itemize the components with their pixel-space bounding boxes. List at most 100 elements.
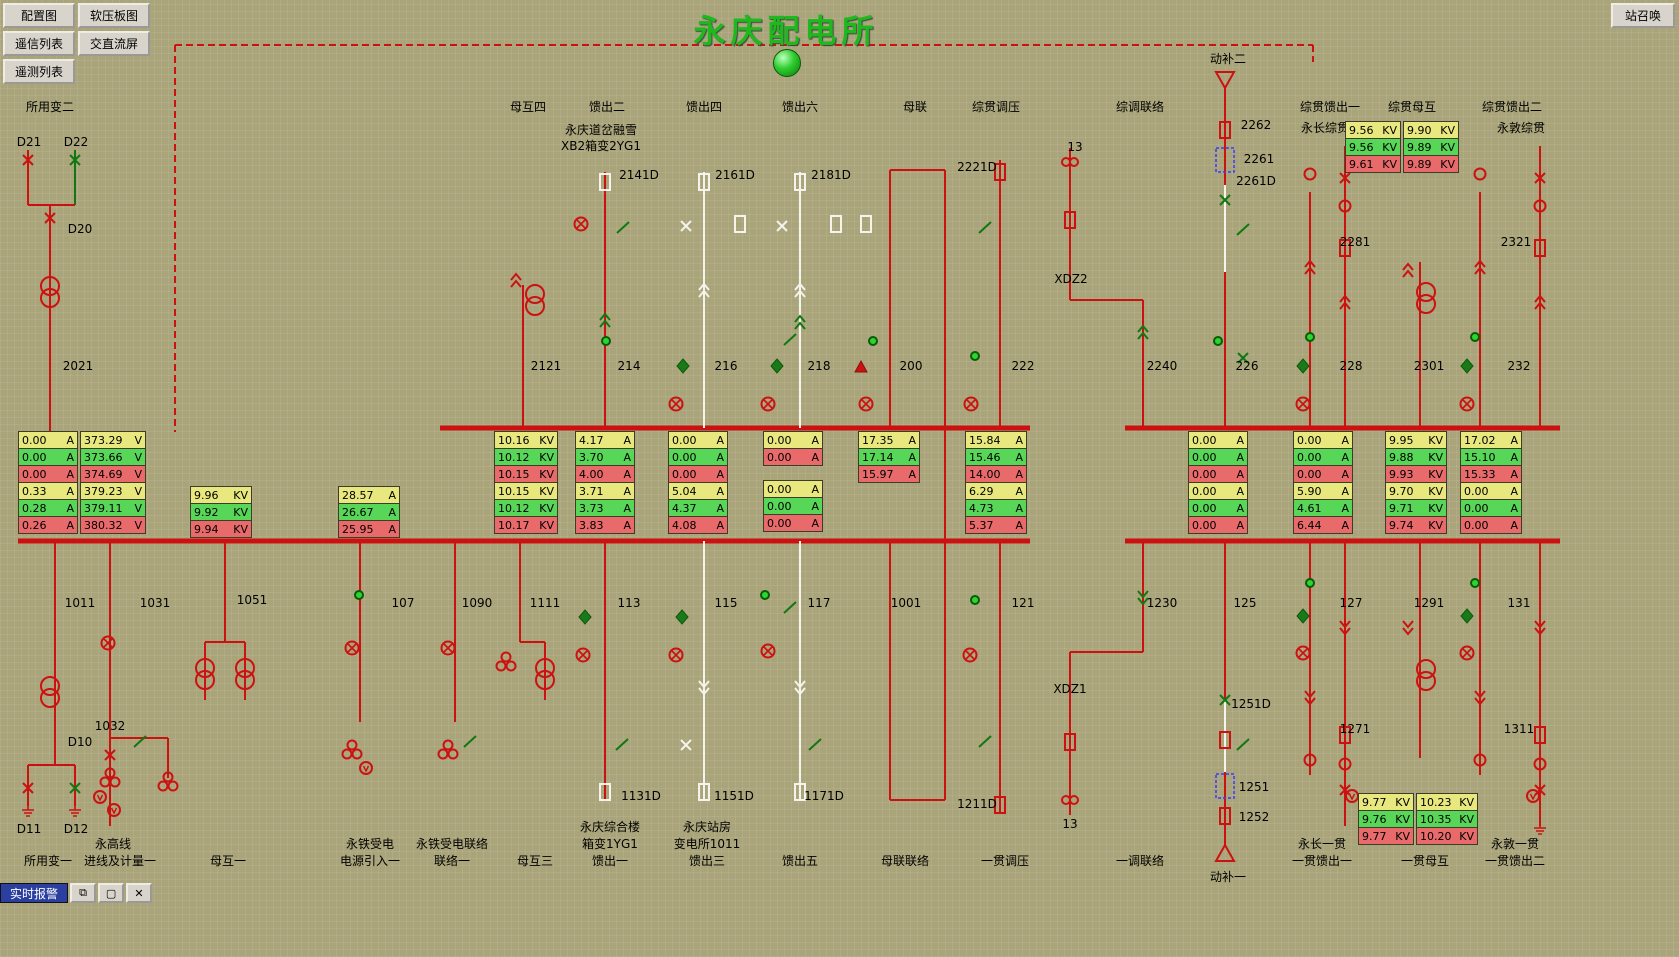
switch-icon[interactable] bbox=[1236, 738, 1250, 751]
station-call-button[interactable]: 站召唤 bbox=[1611, 3, 1675, 28]
breaker-icon[interactable] bbox=[1534, 239, 1546, 257]
disconnector-icon[interactable] bbox=[22, 782, 34, 794]
breaker-icon[interactable] bbox=[994, 163, 1006, 181]
breaker-icon[interactable] bbox=[1339, 239, 1351, 257]
flow-arrow-up-icon bbox=[794, 314, 806, 330]
switch-icon[interactable] bbox=[808, 738, 822, 751]
status-indicator-icon bbox=[760, 590, 770, 600]
switch-icon[interactable] bbox=[1236, 223, 1250, 236]
disconnector-icon[interactable] bbox=[1534, 172, 1546, 184]
flow-arrow-up-icon bbox=[794, 282, 806, 298]
fault-indicator-icon[interactable] bbox=[573, 216, 589, 232]
disconnector-icon[interactable] bbox=[69, 782, 81, 794]
fault-indicator-icon[interactable] bbox=[668, 396, 684, 412]
fault-indicator-icon[interactable] bbox=[344, 640, 360, 656]
fault-indicator-icon[interactable] bbox=[440, 640, 456, 656]
breaker-closed-icon[interactable] bbox=[676, 358, 690, 374]
breaker-closed-icon[interactable] bbox=[675, 609, 689, 625]
breaker-icon[interactable] bbox=[1534, 726, 1546, 744]
restore-window-icon[interactable]: ⧉ bbox=[70, 883, 97, 903]
telesignal-list-button[interactable]: 遥信列表 bbox=[3, 31, 75, 56]
disconnector-icon[interactable] bbox=[776, 220, 788, 232]
acdc-screen-button[interactable]: 交直流屏 bbox=[78, 31, 150, 56]
lamp-icon bbox=[1473, 167, 1487, 181]
status-indicator-icon bbox=[1213, 336, 1223, 346]
breaker-icon[interactable] bbox=[994, 796, 1006, 814]
disconnector-icon[interactable] bbox=[680, 739, 692, 751]
soft-panel-button[interactable]: 软压板图 bbox=[78, 3, 150, 28]
breaker-icon[interactable] bbox=[599, 783, 611, 801]
minimize-window-icon[interactable]: ▢ bbox=[98, 883, 125, 903]
disconnector-icon[interactable] bbox=[680, 220, 692, 232]
flow-arrow-down-icon bbox=[1304, 690, 1316, 706]
disconnector-icon[interactable] bbox=[69, 154, 81, 166]
breaker-closed-icon[interactable] bbox=[1296, 358, 1310, 374]
breaker-icon[interactable] bbox=[1219, 731, 1231, 749]
switch-icon[interactable] bbox=[463, 735, 477, 748]
breaker-icon[interactable] bbox=[1064, 733, 1076, 751]
switch-icon[interactable] bbox=[783, 601, 797, 614]
disconnector-icon[interactable] bbox=[1237, 352, 1249, 364]
pt-winding-icon bbox=[99, 767, 121, 788]
fault-indicator-icon[interactable] bbox=[668, 647, 684, 663]
status-indicator-icon bbox=[970, 595, 980, 605]
lamp-icon bbox=[1533, 199, 1547, 213]
breaker-closed-icon[interactable] bbox=[1296, 608, 1310, 624]
fault-indicator-icon[interactable] bbox=[760, 643, 776, 659]
flow-arrow-down-icon bbox=[1402, 620, 1414, 636]
breaker-icon[interactable] bbox=[599, 173, 611, 191]
status-indicator-icon bbox=[970, 351, 980, 361]
disconnector-icon[interactable] bbox=[1219, 694, 1231, 706]
switch-icon[interactable] bbox=[133, 735, 147, 748]
lamp-icon bbox=[1473, 753, 1487, 767]
fault-indicator-icon[interactable] bbox=[962, 647, 978, 663]
fault-indicator-icon[interactable] bbox=[575, 647, 591, 663]
telemetry-list-button[interactable]: 遥测列表 bbox=[3, 59, 75, 84]
disconnector-icon[interactable] bbox=[22, 154, 34, 166]
breaker-icon[interactable] bbox=[698, 783, 710, 801]
breaker-icon[interactable] bbox=[794, 783, 806, 801]
fault-indicator-icon[interactable] bbox=[1459, 396, 1475, 412]
fault-indicator-icon[interactable] bbox=[760, 396, 776, 412]
close-icon[interactable]: ✕ bbox=[126, 883, 153, 903]
fault-indicator-icon[interactable] bbox=[858, 396, 874, 412]
breaker-icon[interactable] bbox=[1219, 807, 1231, 825]
disconnector-icon[interactable] bbox=[44, 212, 56, 224]
switch-icon[interactable] bbox=[783, 333, 797, 346]
breaker-icon[interactable] bbox=[1219, 121, 1231, 139]
breaker-icon[interactable] bbox=[698, 173, 710, 191]
fault-indicator-icon[interactable] bbox=[1459, 645, 1475, 661]
breaker-closed-icon[interactable] bbox=[578, 609, 592, 625]
disconnector-icon[interactable] bbox=[104, 749, 116, 761]
status-indicator-icon bbox=[1470, 578, 1480, 588]
fault-indicator-icon[interactable] bbox=[963, 396, 979, 412]
disconnector-icon[interactable] bbox=[1339, 172, 1351, 184]
realtime-alarm-button[interactable]: 实时报警 bbox=[0, 883, 69, 903]
disconnector-icon[interactable] bbox=[1339, 784, 1351, 796]
switch-icon[interactable] bbox=[615, 738, 629, 751]
config-diagram-button[interactable]: 配置图 bbox=[3, 3, 75, 28]
breaker-icon[interactable] bbox=[734, 215, 746, 233]
breaker-icon[interactable] bbox=[860, 215, 872, 233]
breaker-closed-icon[interactable] bbox=[770, 358, 784, 374]
breaker-closed-icon[interactable] bbox=[1460, 608, 1474, 624]
transformer-icon bbox=[535, 658, 555, 690]
fault-indicator-icon[interactable] bbox=[1295, 396, 1311, 412]
fault-indicator-icon[interactable] bbox=[100, 635, 116, 651]
pt-winding-icon bbox=[495, 651, 517, 672]
disconnector-icon[interactable] bbox=[1219, 194, 1231, 206]
breaker-icon[interactable] bbox=[1339, 726, 1351, 744]
switch-icon[interactable] bbox=[978, 735, 992, 748]
transformer-icon bbox=[1416, 282, 1436, 314]
breaker-icon[interactable] bbox=[1064, 211, 1076, 229]
breaker-closed-icon[interactable] bbox=[1460, 358, 1474, 374]
switch-icon[interactable] bbox=[616, 221, 630, 234]
switch-icon[interactable] bbox=[978, 221, 992, 234]
fault-indicator-icon[interactable] bbox=[1295, 645, 1311, 661]
compensator-icon bbox=[1214, 842, 1236, 862]
wiring-lines bbox=[18, 44, 1560, 845]
flow-arrow-up-icon bbox=[1339, 294, 1351, 310]
breaker-icon[interactable] bbox=[830, 215, 842, 233]
breaker-icon[interactable] bbox=[794, 173, 806, 191]
disconnector-icon[interactable] bbox=[1534, 784, 1546, 796]
